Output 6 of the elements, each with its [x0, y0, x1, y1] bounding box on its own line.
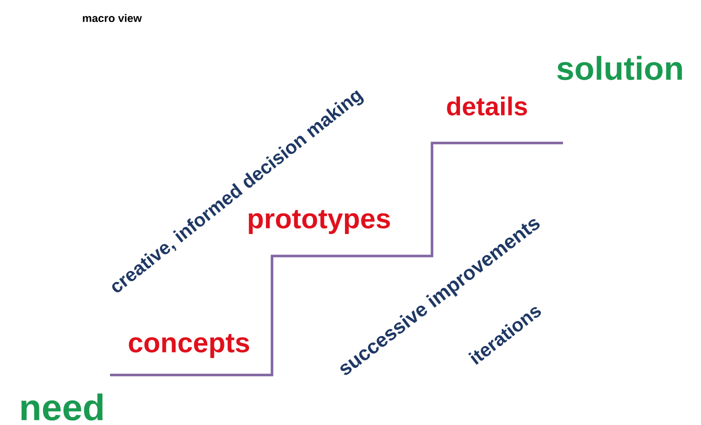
stage-label: concepts	[128, 334, 250, 358]
stage-label: details	[447, 96, 527, 116]
stage-label: prototypes	[248, 210, 390, 234]
title: macro view	[82, 14, 142, 22]
end-label: solution	[557, 56, 682, 80]
end-label: need	[21, 393, 103, 421]
